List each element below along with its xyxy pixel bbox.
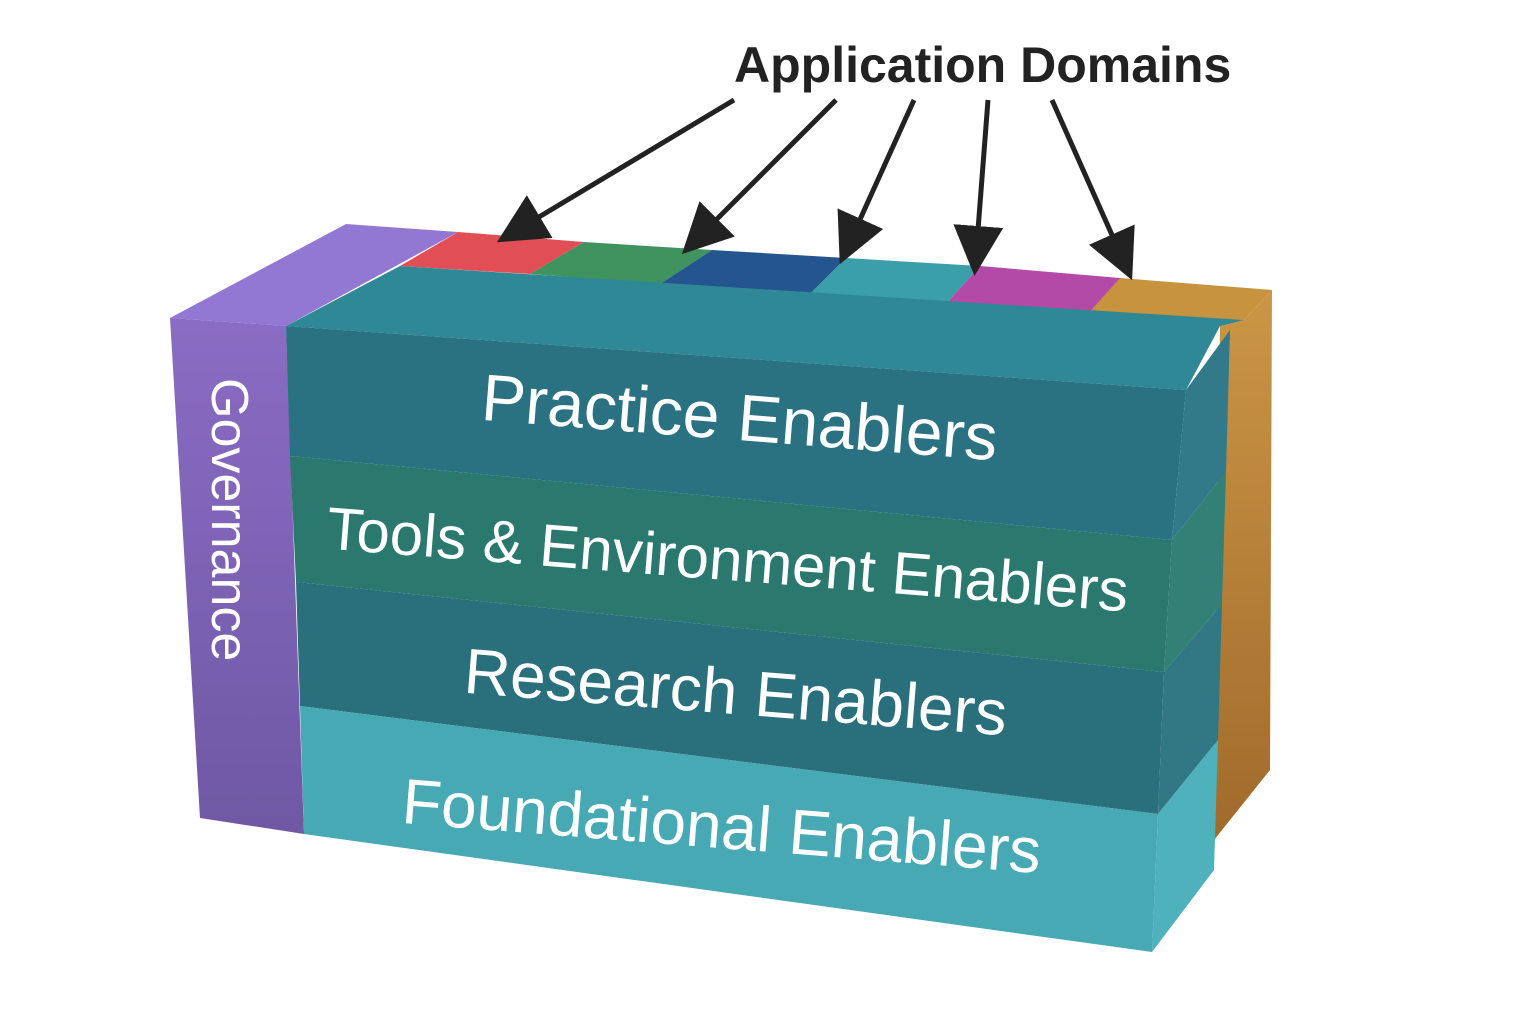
governance-front [170, 318, 304, 834]
arrow-to-red [496, 97, 736, 243]
right-side-top [1086, 278, 1272, 320]
domain-strip-blue [660, 250, 846, 296]
domain-arrows [496, 97, 1135, 281]
application-domain-strips [400, 232, 1120, 316]
right-side-block [1086, 278, 1272, 840]
layer-practice-enablers: Practice Enablers [286, 326, 1230, 540]
layer-front-face [286, 326, 1186, 540]
governance-top [170, 224, 458, 326]
right-side-face [1214, 290, 1272, 840]
layer-side-face [1158, 604, 1222, 814]
domain-strip-magenta [944, 266, 1120, 316]
governance-label: Governance [200, 378, 258, 661]
stack-top-surface [286, 266, 1244, 390]
layer-side-face [1164, 472, 1226, 672]
layer-front-face [290, 456, 1172, 672]
layer-front-face [296, 582, 1164, 814]
arrow-to-magenta [953, 99, 1004, 276]
arrow-to-green [681, 98, 838, 255]
arrow-to-orange [1049, 98, 1135, 281]
domain-strip-teal [808, 258, 980, 306]
layer-front-face [300, 706, 1158, 952]
domain-strip-green [530, 242, 712, 284]
governance-block [170, 224, 458, 834]
layer-side-face [1152, 740, 1218, 952]
arrow-to-blue [837, 98, 917, 265]
layer-side-face [1172, 330, 1230, 540]
layer-research-enablers: Research Enablers [296, 582, 1222, 814]
domain-strip-red [400, 232, 584, 274]
application-domains-title: Application Domains [734, 37, 1231, 93]
